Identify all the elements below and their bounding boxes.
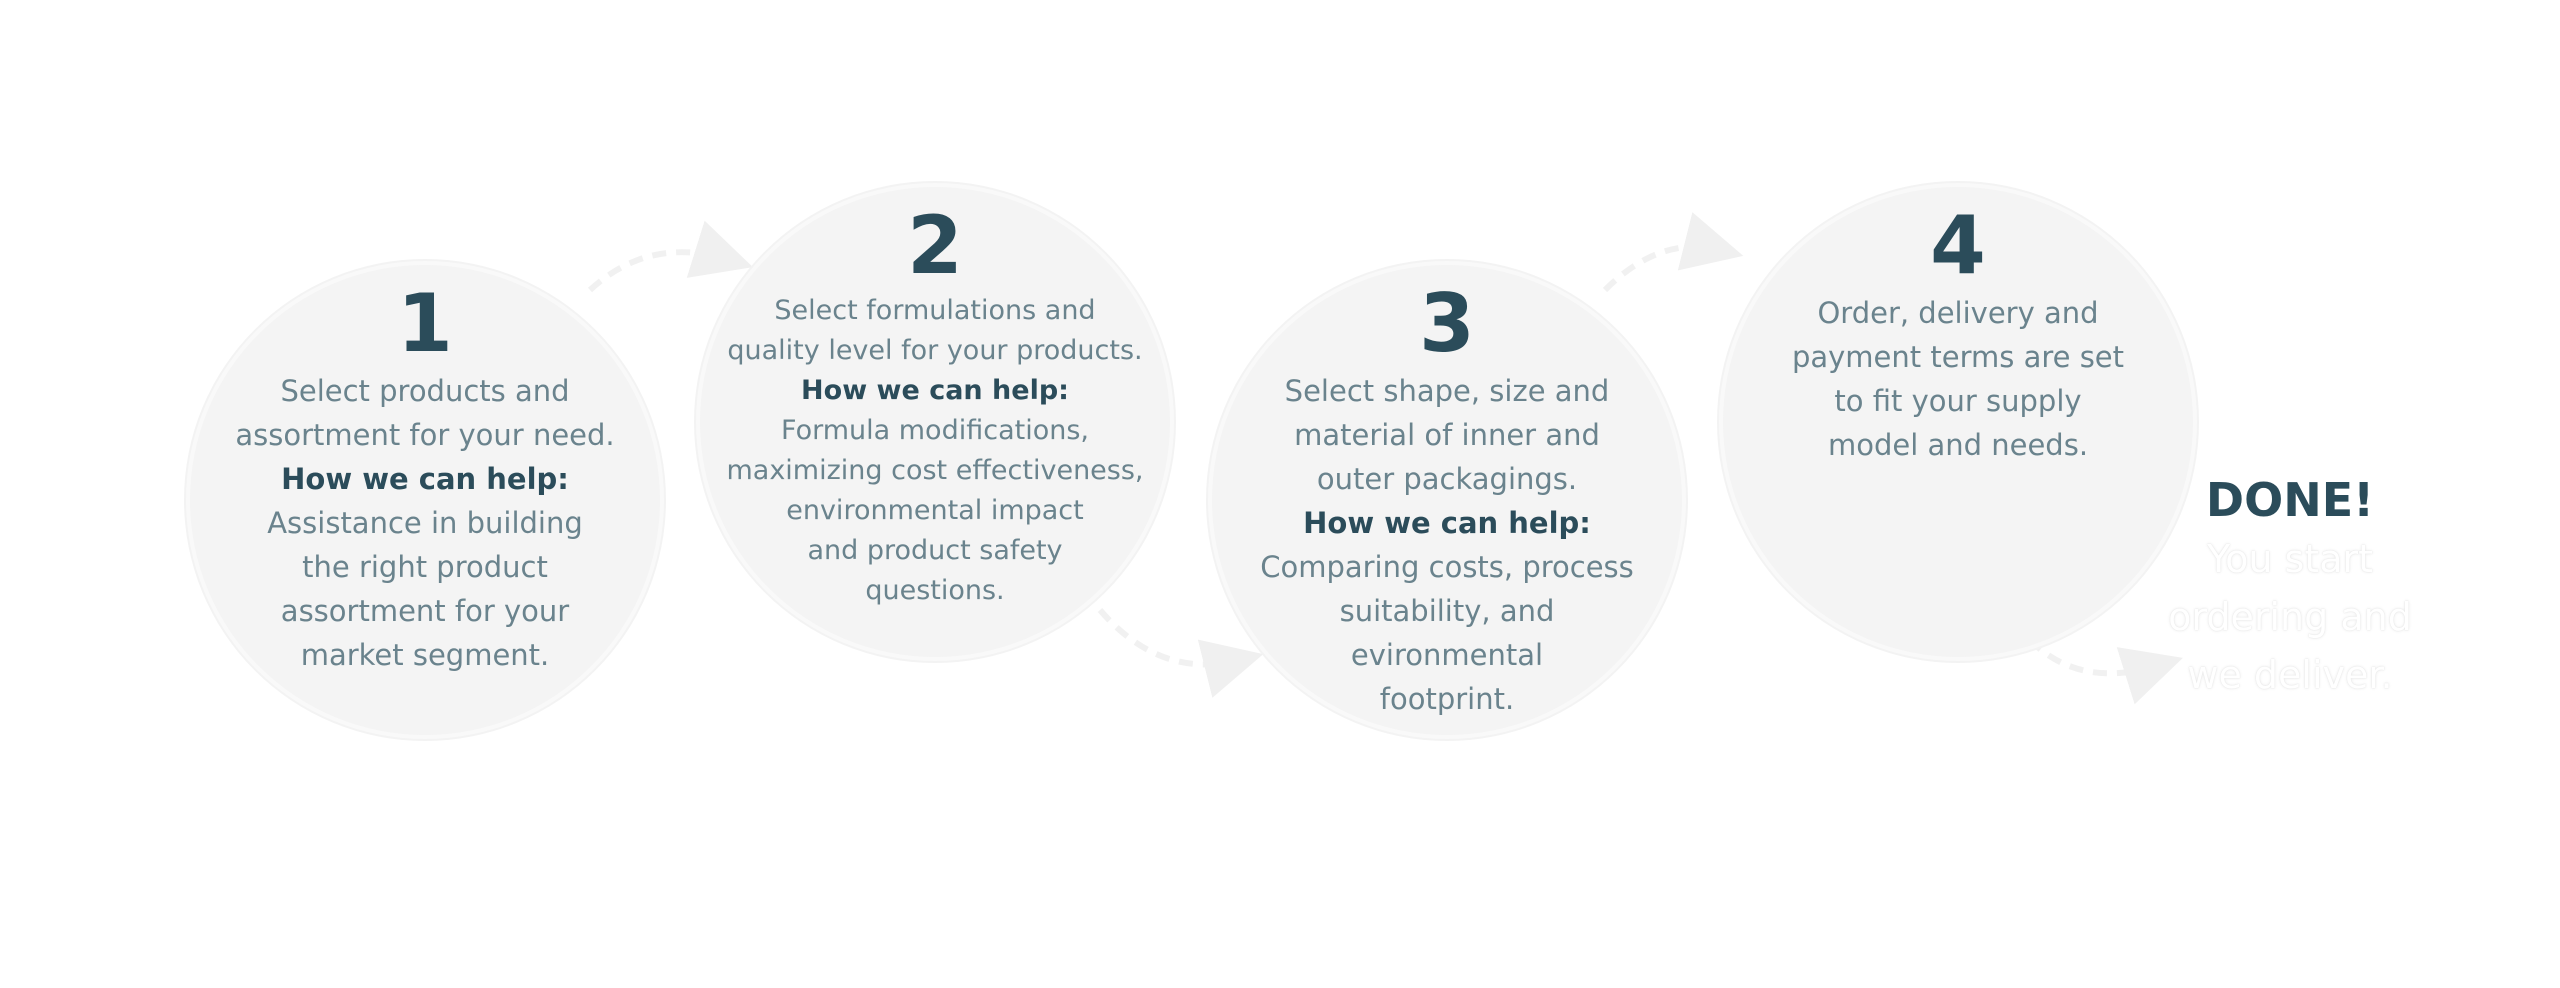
step-4-circle: 4 Order, delivery and payment terms are …	[1723, 187, 2193, 657]
step-1-circle: 1 Select products and assortment for you…	[190, 265, 660, 735]
step-description: Order, delivery and payment terms are se…	[1791, 296, 2125, 462]
connector-3-to-4	[1602, 212, 1744, 293]
step-3-circle: 3 Select shape, size and material of inn…	[1212, 265, 1682, 735]
step-2-circle: 2 Select formulations and quality level …	[700, 187, 1170, 657]
step-number: 3	[1419, 277, 1475, 370]
step-number: 4	[1930, 199, 1986, 292]
done-title: DONE!	[2205, 473, 2375, 527]
help-heading: How we can help:	[801, 375, 1069, 406]
connector-4-to-done	[2027, 637, 2183, 705]
help-text: Formula modifications, maximizing cost e…	[726, 415, 1144, 606]
help-heading: How we can help:	[281, 462, 569, 496]
help-heading: How we can help:	[1303, 506, 1591, 540]
connector-2-to-3	[1097, 608, 1264, 698]
step-number: 1	[397, 277, 453, 370]
done-callout: DONE! You start ordering and we deliver.	[2130, 470, 2450, 704]
step-description: Select formulations and quality level fo…	[727, 295, 1143, 366]
done-text: You start ordering and we deliver.	[2168, 537, 2412, 697]
help-text: Comparing costs, process suitability, an…	[1260, 550, 1634, 716]
help-text: Assistance in building the right product…	[267, 506, 583, 672]
step-description: Select products and assortment for your …	[235, 374, 615, 452]
step-number: 2	[907, 199, 963, 292]
connector-1-to-2	[587, 220, 753, 293]
step-description: Select shape, size and material of inner…	[1284, 374, 1610, 496]
